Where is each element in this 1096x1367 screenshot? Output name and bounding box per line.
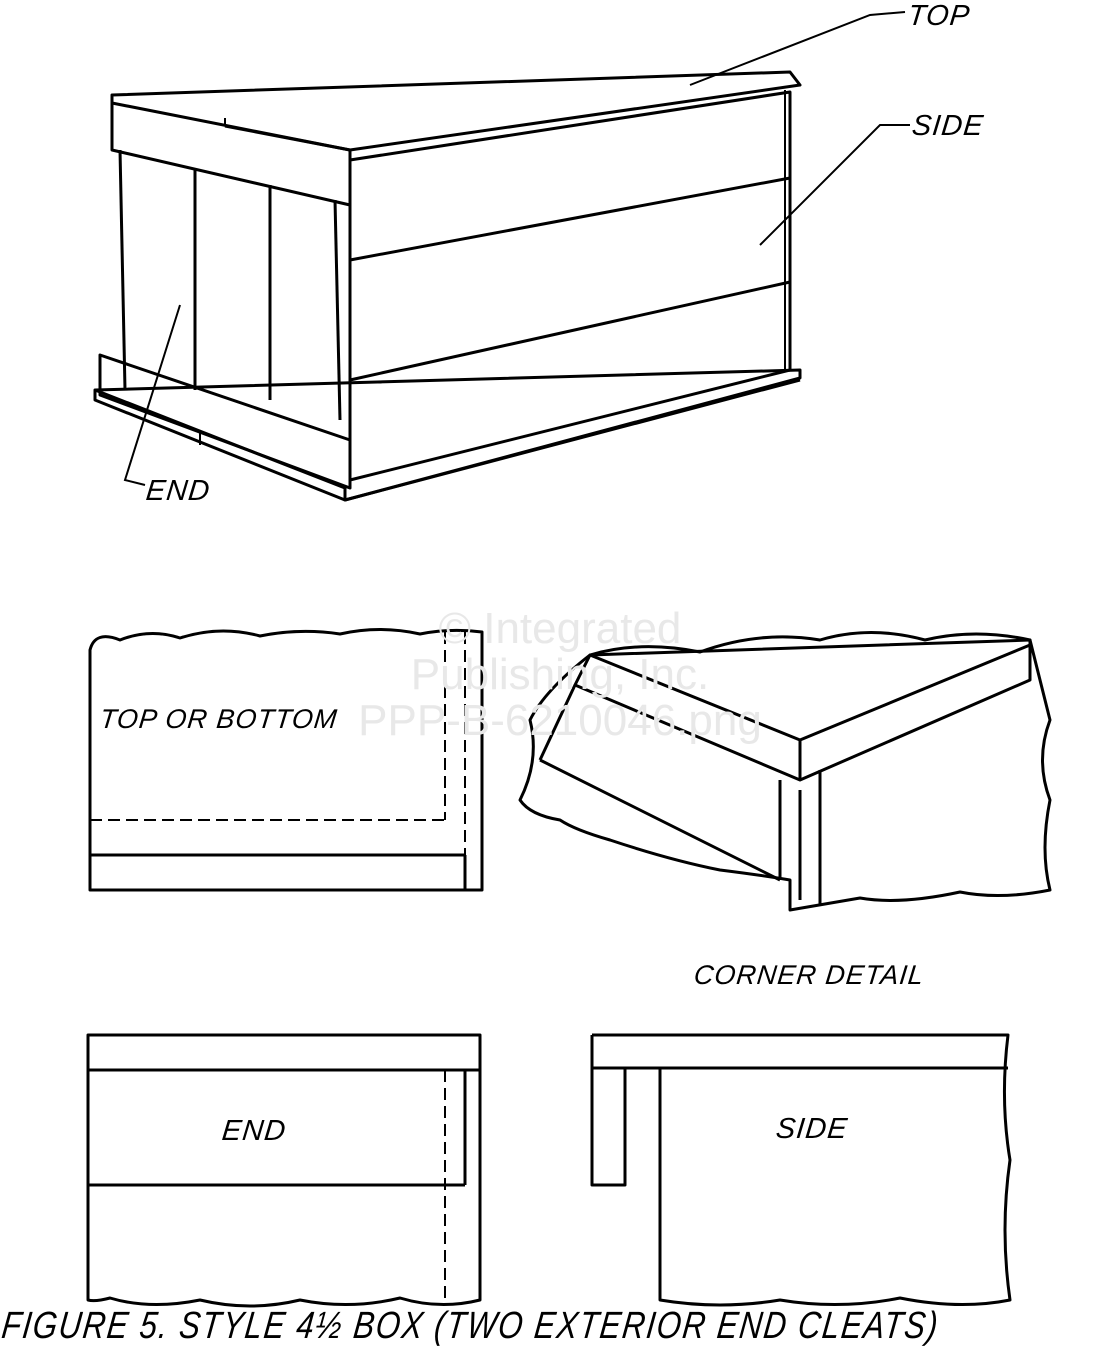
side-panel bbox=[590, 1033, 1012, 1307]
label-top-or-bottom: TOP OR BOTTOM bbox=[98, 704, 340, 734]
corner-detail bbox=[518, 631, 1052, 912]
watermark-line: PPP-B-6210046.png bbox=[358, 696, 762, 745]
top-lid bbox=[110, 70, 802, 152]
side-face bbox=[348, 90, 792, 482]
label-end-panel: END bbox=[220, 1115, 288, 1147]
end-panel bbox=[86, 1033, 482, 1308]
figure-caption: FIGURE 5. STYLE 4½ BOX (TWO EXTERIOR END… bbox=[0, 1305, 942, 1347]
watermark-line: © Integrated bbox=[438, 604, 682, 653]
label-side-panel: SIDE bbox=[774, 1113, 850, 1145]
end-cleat-bottom bbox=[98, 353, 352, 490]
watermark-line: Publishing, Inc. bbox=[410, 650, 710, 699]
isometric-box bbox=[93, 11, 910, 502]
label-top: TOP bbox=[906, 0, 972, 32]
label-corner-detail: CORNER DETAIL bbox=[692, 960, 926, 990]
label-end: END bbox=[144, 475, 212, 507]
watermark: © Integrated Publishing, Inc. PPP-B-6210… bbox=[200, 606, 920, 744]
label-side: SIDE bbox=[910, 110, 986, 142]
top-or-bottom-panel bbox=[88, 628, 484, 892]
